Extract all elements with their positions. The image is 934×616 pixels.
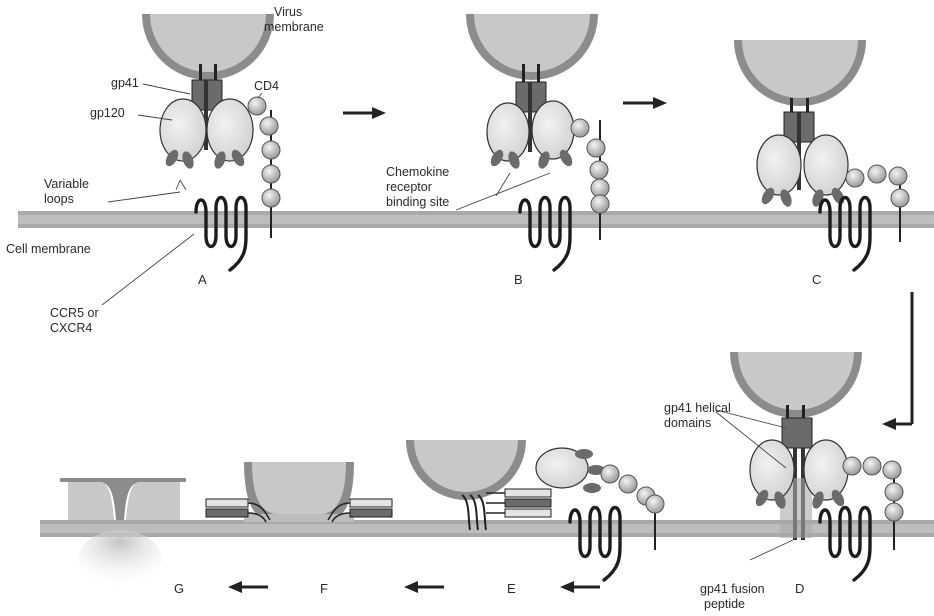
panel-f bbox=[206, 462, 392, 522]
cell-membrane-top bbox=[18, 211, 934, 228]
step-label-c: C bbox=[812, 272, 821, 287]
label-virus-membrane-1: Virus bbox=[274, 5, 302, 19]
label-cell-membrane: Cell membrane bbox=[6, 242, 91, 256]
step-label-b: B bbox=[514, 272, 523, 287]
chemokine-receptor-a bbox=[196, 198, 246, 271]
label-chemokine-2: receptor bbox=[386, 180, 432, 194]
panel-e bbox=[406, 440, 664, 580]
step-label-d: D bbox=[795, 581, 804, 596]
label-virus-membrane-2: membrane bbox=[264, 20, 324, 34]
label-chemokine-1: Chemokine bbox=[386, 165, 449, 179]
label-ccr5-2: CXCR4 bbox=[50, 321, 92, 335]
panel-c bbox=[734, 40, 909, 270]
step-label-e: E bbox=[507, 581, 516, 596]
label-gp120: gp120 bbox=[90, 106, 125, 120]
gp120-lobe-right-a bbox=[207, 99, 253, 161]
label-variable-loops-2: loops bbox=[44, 192, 74, 206]
label-cd4: CD4 bbox=[254, 79, 279, 93]
step-label-g: G bbox=[174, 581, 184, 596]
label-gp41: gp41 bbox=[111, 76, 139, 90]
gp120-lobe-left-a bbox=[160, 99, 206, 161]
label-gp41-fusion-1: gp41 fusion bbox=[700, 582, 765, 596]
label-gp41-helical-2: domains bbox=[664, 416, 711, 430]
six-helix-bundle-e bbox=[505, 489, 551, 497]
panel-d bbox=[730, 352, 903, 580]
step-label-f: F bbox=[320, 581, 328, 596]
label-chemokine-3: binding site bbox=[386, 195, 449, 209]
label-variable-loops-1: Variable bbox=[44, 177, 89, 191]
step-label-a: A bbox=[198, 272, 207, 287]
label-gp41-helical-1: gp41 helical bbox=[664, 401, 731, 415]
label-ccr5-1: CCR5 or bbox=[50, 306, 99, 320]
panel-b bbox=[466, 14, 609, 270]
panel-a bbox=[142, 14, 280, 270]
label-gp41-fusion-2: peptide bbox=[704, 597, 745, 611]
